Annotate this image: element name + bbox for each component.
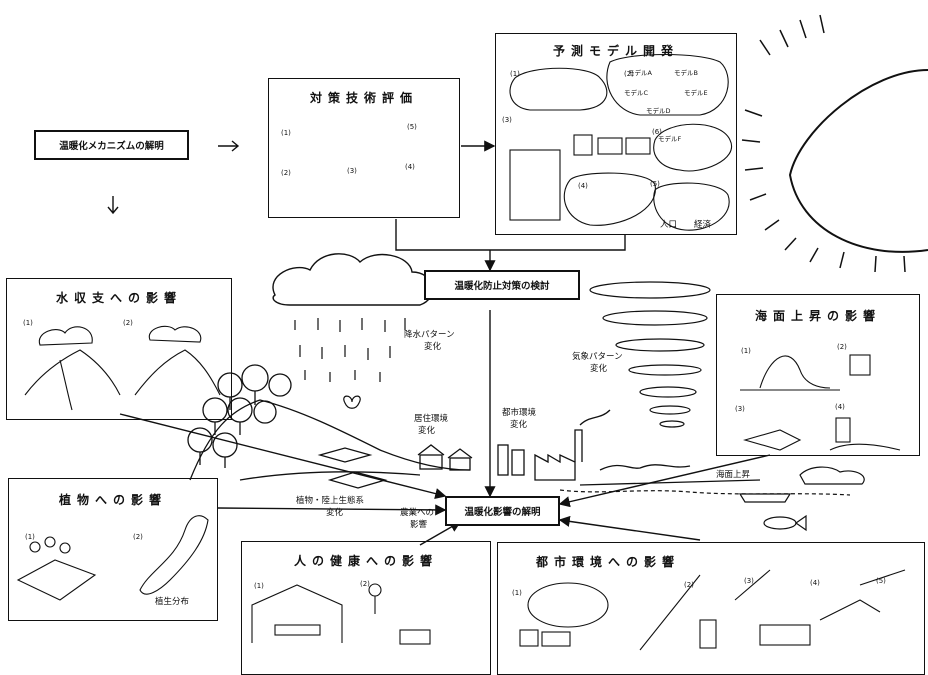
urban-env-title: 都市環境への影響 — [535, 555, 680, 569]
mechanism-box: 温暖化メカニズムの解明 — [34, 130, 189, 160]
num-2: (2) — [684, 581, 694, 589]
num-1: (1) — [510, 70, 520, 78]
prevention-box: 温暖化防止対策の検討 — [424, 270, 580, 300]
living-env-label-2: 変化 — [418, 426, 436, 436]
num-1: (1) — [741, 347, 751, 355]
mechanism-label: 温暖化メカニズムの解明 — [59, 141, 164, 152]
agriculture-label: 農業への — [400, 508, 435, 518]
sea-level-box: 海面上昇の影響 (1) (2) (3) (4) — [716, 294, 920, 456]
model-sketch — [509, 54, 733, 231]
health-sketch — [251, 583, 431, 645]
num-5: (5) — [650, 180, 660, 188]
num-2: (2) — [837, 343, 847, 351]
num-1: (1) — [254, 582, 264, 590]
water-balance-title: 水収支への影響 — [55, 291, 182, 305]
vegetation-label: 植生分布 — [155, 597, 190, 607]
rain-cloud — [272, 253, 434, 382]
urban-sketch — [519, 569, 906, 651]
water-balance-box: 水収支への影響 (1) (2) — [6, 278, 232, 420]
urban-env-change-label-2: 変化 — [510, 420, 528, 430]
ocean-scene — [559, 466, 865, 532]
model-e-label: モデルE — [684, 89, 708, 97]
rain-pattern-label-2: 変化 — [424, 342, 442, 352]
prevention-label: 温暖化防止対策の検討 — [454, 281, 550, 292]
sea-rise-label: 海面上昇 — [716, 470, 751, 480]
num-3: (3) — [744, 577, 754, 585]
num-1: (1) — [281, 129, 291, 137]
model-d-label: モデルD — [646, 107, 671, 115]
num-4: (4) — [810, 579, 820, 587]
model-dev-title: 予測モデル開発 — [552, 44, 679, 58]
impacts-label: 温暖化影響の解明 — [464, 507, 541, 518]
num-4: (4) — [405, 163, 415, 171]
sea-level-title: 海面上昇の影響 — [754, 309, 881, 323]
model-c-label: モデルC — [624, 89, 649, 97]
num-5: (5) — [407, 123, 417, 131]
num-3: (3) — [735, 405, 745, 413]
num-2: (2) — [123, 319, 133, 327]
num-5: (5) — [876, 577, 886, 585]
butterfly-icon — [343, 395, 361, 409]
num-1: (1) — [23, 319, 33, 327]
num-1: (1) — [25, 533, 35, 541]
num-6: (6) — [652, 128, 662, 136]
urban-env-change-label: 都市環境 — [502, 408, 537, 418]
num-1: (1) — [512, 589, 522, 597]
plants-sketch — [16, 515, 209, 601]
num-4: (4) — [835, 403, 845, 411]
num-2: (2) — [281, 169, 291, 177]
rain-pattern-label: 降水パターン — [404, 330, 455, 340]
sealevel-sketch — [740, 354, 901, 451]
weather-pattern-label-2: 変化 — [590, 364, 608, 374]
model-b-label: モデルB — [674, 69, 698, 77]
countermeasure-eval-title: 対策技術評価 — [309, 91, 418, 105]
spiral-weather — [589, 281, 711, 428]
num-4: (4) — [578, 182, 588, 190]
agriculture-label-2: 影響 — [410, 520, 428, 530]
num-3: (3) — [502, 116, 512, 124]
population-label: 人口 — [660, 220, 678, 230]
water-sketch — [24, 325, 221, 411]
countermeasure-eval-box: 対策技術評価 (1) (2) (3) (4) (5) — [268, 78, 460, 218]
num-3: (3) — [347, 167, 357, 175]
num-2: (2) — [133, 533, 143, 541]
urban-env-box: 都市環境への影響 (1) (2) (3) (4) (5) — [497, 542, 925, 675]
plants-box: 植物への影響 (1) (2) 植生分布 — [8, 478, 218, 621]
num-2: (2) — [624, 70, 634, 78]
num-2: (2) — [360, 580, 370, 588]
model-f-label: モデルF — [658, 135, 682, 143]
landscape-scene — [187, 364, 761, 489]
model-dev-box: 予測モデル開発 (1) (2) (3) (4) (5) (6) モデルA モデル… — [495, 33, 737, 235]
ecosystem-change-label-2: 変化 — [326, 508, 344, 518]
ecosystem-change-label: 植物・陸上生態系 — [296, 496, 365, 506]
plants-title: 植物への影響 — [58, 493, 167, 507]
health-box: 人の健康への影響 (1) (2) — [241, 541, 491, 675]
impacts-box: 温暖化影響の解明 — [445, 496, 560, 526]
living-env-label: 居住環境 — [414, 414, 449, 424]
economy-label: 経済 — [694, 220, 712, 230]
model-a-label: モデルA — [628, 69, 652, 77]
health-title: 人の健康への影響 — [293, 554, 438, 568]
weather-pattern-label: 気象パターン — [572, 352, 623, 362]
sun-icon — [741, 14, 928, 273]
